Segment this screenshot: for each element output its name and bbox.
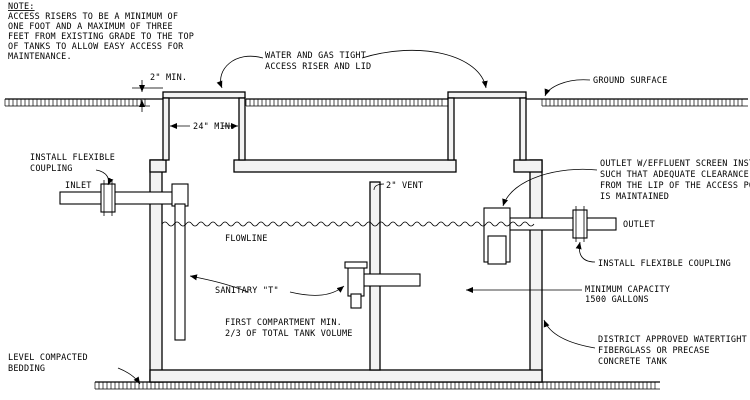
min-24in-label: 24" MIN. (193, 122, 236, 132)
flex-coupling-right-label: INSTALL FLEXIBLE COUPLING (598, 259, 731, 269)
level-bedding-label: LEVEL COMPACTED (8, 353, 88, 363)
note-line: ONE FOOT AND A MAXIMUM OF THREE (8, 22, 173, 32)
first-compartment-label: 2/3 OF TOTAL TANK VOLUME (225, 329, 353, 339)
inlet-pipe (59, 183, 189, 341)
outlet-label: OUTLET (623, 220, 655, 230)
outlet-screen-label: SUCH THAT ADEQUATE CLEARANCE (600, 170, 749, 180)
riser-lid-label: WATER AND GAS TIGHT (265, 51, 366, 61)
tank-body (149, 159, 543, 383)
outlet-screen-label: OUTLET W/EFFLUENT SCREEN INSTALL (600, 159, 750, 169)
riser-lid-label: ACCESS RISER AND LID (265, 62, 371, 72)
outlet-effluent-screen (483, 207, 617, 265)
ground-surface-line (4, 98, 748, 107)
bedding-ground-line (94, 381, 660, 390)
dimension-2in-min (132, 80, 163, 112)
note-block: NOTE: ACCESS RISERS TO BE A MINIMUM OF O… (8, 2, 194, 62)
district-tank-label: CONCRETE TANK (598, 357, 668, 367)
district-tank-label: FIBERGLASS OR PRECASE (598, 346, 710, 356)
outlet-flexible-coupling (572, 206, 588, 242)
flex-coupling-left-label: COUPLING (30, 164, 73, 174)
flowline-label: FLOWLINE (225, 234, 268, 244)
note-line: ACCESS RISERS TO BE A MINIMUM OF (8, 12, 178, 22)
left-access-riser (162, 91, 246, 161)
flex-coupling-left-label: INSTALL FLEXIBLE (30, 153, 115, 163)
sanitary-tee-label: SANITARY "T" (215, 286, 279, 296)
right-access-riser (447, 91, 527, 161)
min-2in-label: 2" MIN. (150, 73, 187, 83)
note-line: MAINTENANCE. (8, 52, 72, 62)
note-line: OF TANKS TO ALLOW EASY ACCESS FOR (8, 42, 184, 52)
note-heading: NOTE: (8, 2, 35, 12)
first-compartment-label: FIRST COMPARTMENT MIN. (225, 318, 342, 328)
outlet-screen-label: IS MAINTAINED (600, 192, 669, 202)
inlet-flexible-coupling (100, 180, 116, 216)
baffle-sanitary-tee (344, 261, 421, 309)
flowline-wave (161, 221, 535, 227)
inlet-label: INLET (65, 181, 92, 191)
minimum-capacity-label: MINIMUM CAPACITY (585, 285, 670, 295)
leader-lines (95, 49, 598, 385)
level-bedding-label: BEDDING (8, 364, 45, 374)
district-tank-label: DISTRICT APPROVED WATERTIGHT (598, 335, 747, 345)
outlet-screen-label: FROM THE LIP OF THE ACCESS PORT (600, 181, 750, 191)
vent-label: 2" VENT (386, 181, 423, 191)
minimum-capacity-label: 1500 GALLONS (585, 295, 649, 305)
ground-surface-label: GROUND SURFACE (593, 76, 667, 86)
note-line: FEET FROM EXISTING GRADE TO THE TOP (8, 32, 194, 42)
